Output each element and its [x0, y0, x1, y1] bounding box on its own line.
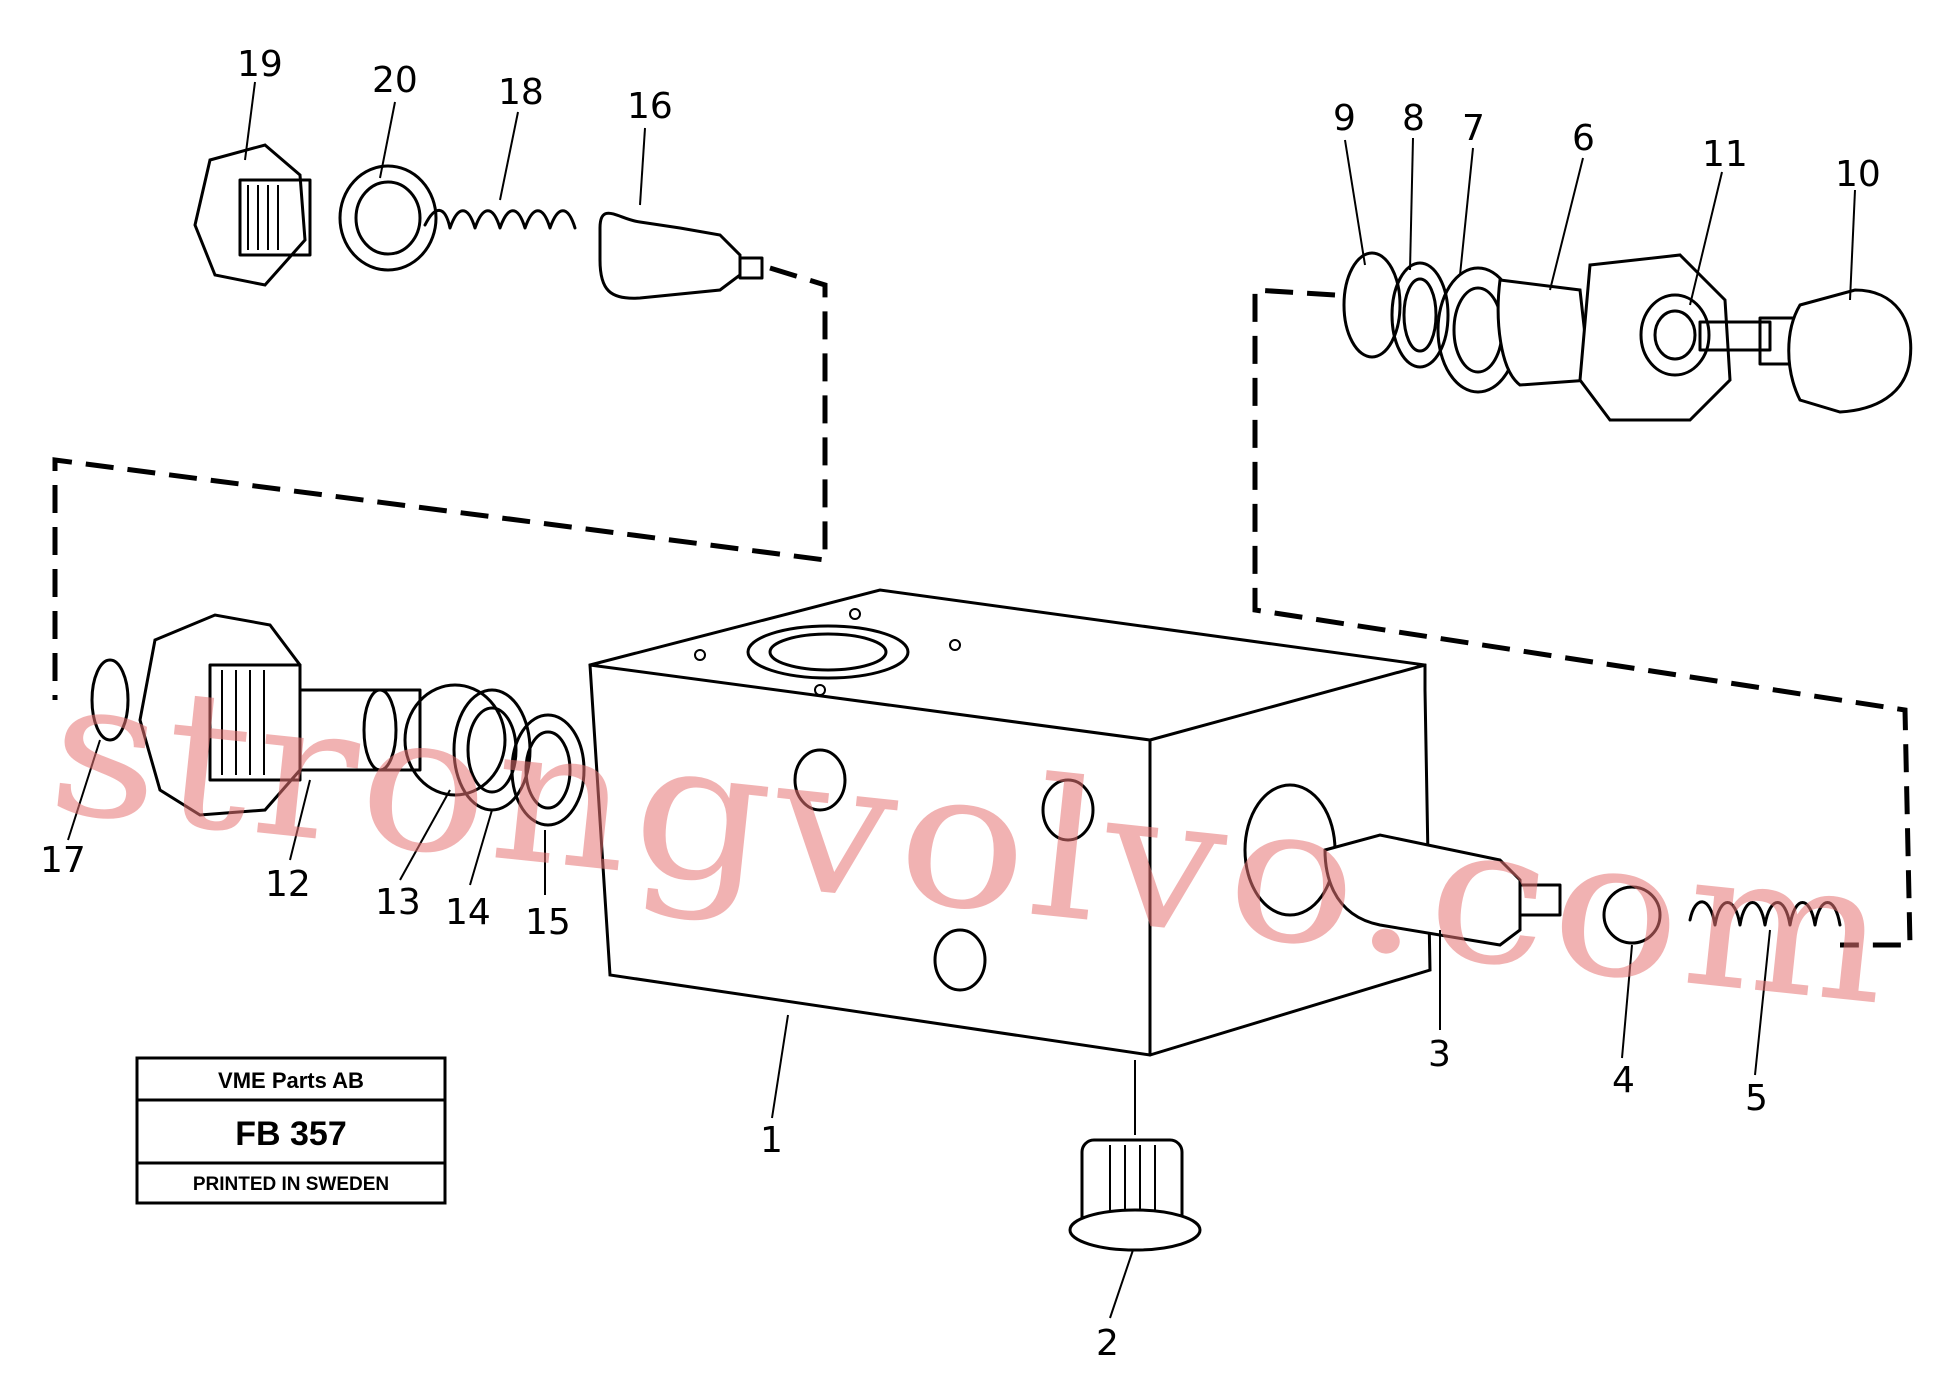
callout-2: 2 — [1096, 1323, 1119, 1364]
title-block: VME Parts AB FB 357 PRINTED IN SWEDEN — [135, 1056, 447, 1205]
upper-left-assembly — [193, 143, 764, 300]
callout-3: 3 — [1428, 1034, 1451, 1075]
callout-17: 17 — [40, 840, 86, 881]
callout-15: 15 — [525, 902, 571, 943]
callout-5: 5 — [1745, 1078, 1768, 1119]
callout-9: 9 — [1333, 98, 1356, 139]
leader-lines — [67, 81, 1856, 1319]
valve-block — [588, 588, 1432, 1057]
callout-6: 6 — [1572, 118, 1595, 159]
ring-9 — [1342, 251, 1402, 359]
upper-right-assembly — [1342, 251, 1913, 422]
seal-11 — [1639, 293, 1711, 377]
spring-18 — [423, 208, 577, 230]
assembly-guide-lines — [52, 265, 1913, 948]
ball-4 — [1602, 885, 1662, 945]
callout-18: 18 — [498, 72, 544, 113]
callout-19: 19 — [237, 44, 283, 85]
callout-labels: 19 20 18 16 9 8 7 6 11 10 17 12 13 14 15… — [40, 44, 1881, 1364]
drain-plug-2 — [1068, 1138, 1202, 1252]
callout-12: 12 — [265, 864, 311, 905]
title-block-printed: PRINTED IN SWEDEN — [193, 1174, 389, 1195]
callout-7: 7 — [1462, 108, 1485, 149]
callout-16: 16 — [627, 86, 673, 127]
valve-spool-16 — [598, 211, 742, 300]
callout-10: 10 — [1835, 154, 1881, 195]
right-assembly — [1323, 833, 1842, 947]
ring-17 — [90, 658, 130, 742]
callout-8: 8 — [1402, 98, 1425, 139]
title-block-company: VME Parts AB — [218, 1068, 364, 1093]
cap-10 — [1787, 288, 1913, 414]
spring-5 — [1688, 900, 1842, 927]
valve-body-6 — [1496, 278, 1592, 387]
left-assembly — [90, 613, 586, 827]
callout-11: 11 — [1702, 134, 1748, 175]
seal-8 — [1390, 261, 1450, 369]
callout-13: 13 — [375, 882, 421, 923]
callout-1: 1 — [760, 1120, 783, 1161]
seal-13 — [403, 683, 507, 797]
callout-4: 4 — [1612, 1060, 1635, 1101]
callout-14: 14 — [445, 892, 491, 933]
hex-plug-19 — [193, 143, 307, 287]
callout-20: 20 — [372, 60, 418, 101]
title-block-code: FB 357 — [235, 1115, 347, 1153]
seal-15 — [510, 713, 586, 827]
seal-ring-20 — [338, 164, 438, 272]
